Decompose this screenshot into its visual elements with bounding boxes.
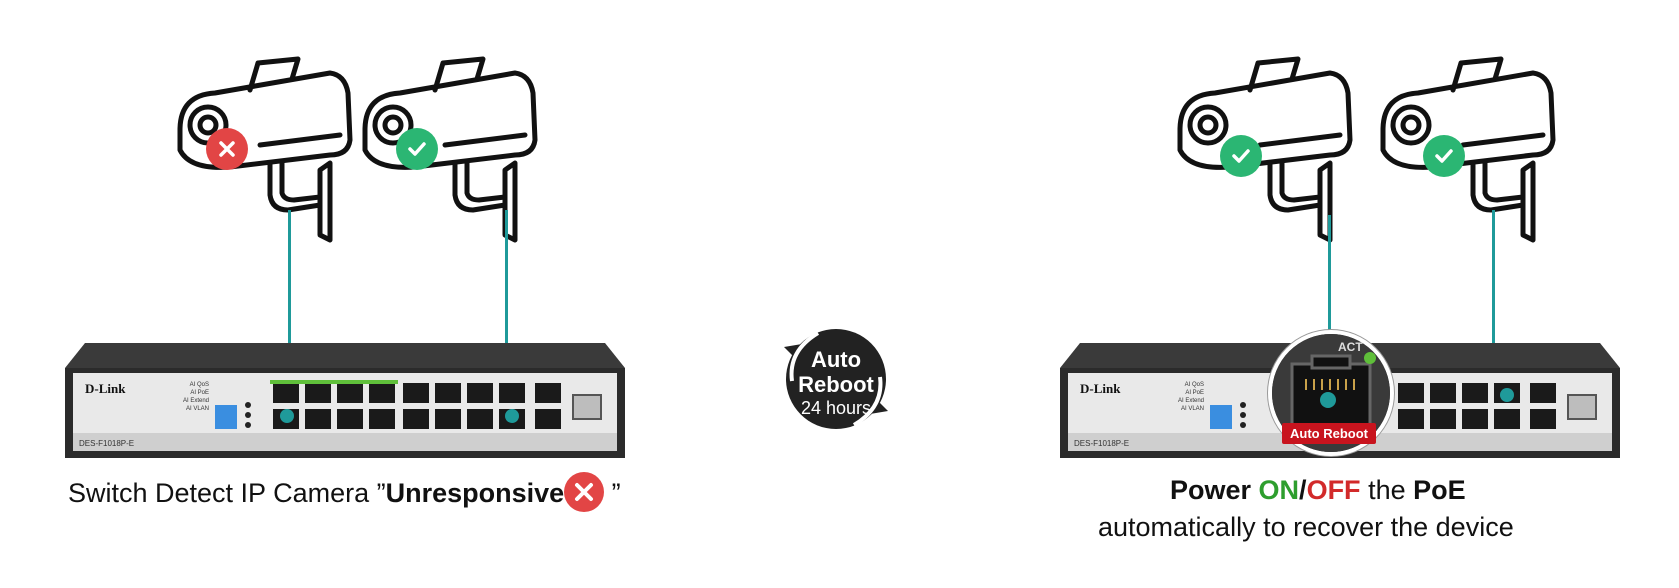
network-cable [1328,215,1331,390]
ok-status-icon [1220,135,1262,177]
switch-model-label: DES-F1018P-E [1074,439,1130,448]
network-cable [1492,210,1495,365]
act-label: ACT [1338,340,1363,354]
badge-line-3: 24 hours [800,398,872,418]
error-status-icon [206,128,248,170]
ok-status-icon [1423,135,1465,177]
camera-outline [1177,56,1353,243]
badge-line-1: Auto [810,347,862,372]
badge-line-2: Reboot [798,372,874,397]
switch-brand-label: D-Link [1080,381,1121,396]
ok-status-icon [396,128,438,170]
camera-outline [362,56,538,243]
ip-camera-icon [355,55,555,255]
right-caption-line-1: Power ON/OFF the PoE [1170,475,1466,505]
switch-graphic [65,343,625,458]
auto-reboot-badge: Auto Reboot 24 hours [778,321,894,437]
error-icon [564,472,605,512]
switch-brand-label: D-Link [85,381,126,396]
cycle-arrows-icon [784,329,888,429]
ip-camera-icon [170,55,370,255]
right-caption-line-2: automatically to recover the device [1098,512,1514,542]
ip-camera-icon [1373,55,1573,255]
left-caption: Switch Detect IP Camera ”Unresponsive ” [68,472,621,515]
camera-outline [1380,56,1556,243]
auto-reboot-tag: Auto Reboot [1282,423,1376,444]
camera-outline [177,56,353,243]
switch-model-label: DES-F1018P-E [79,439,135,448]
network-cable [288,210,291,365]
network-cable [505,210,508,365]
ip-camera-icon [1170,55,1370,255]
